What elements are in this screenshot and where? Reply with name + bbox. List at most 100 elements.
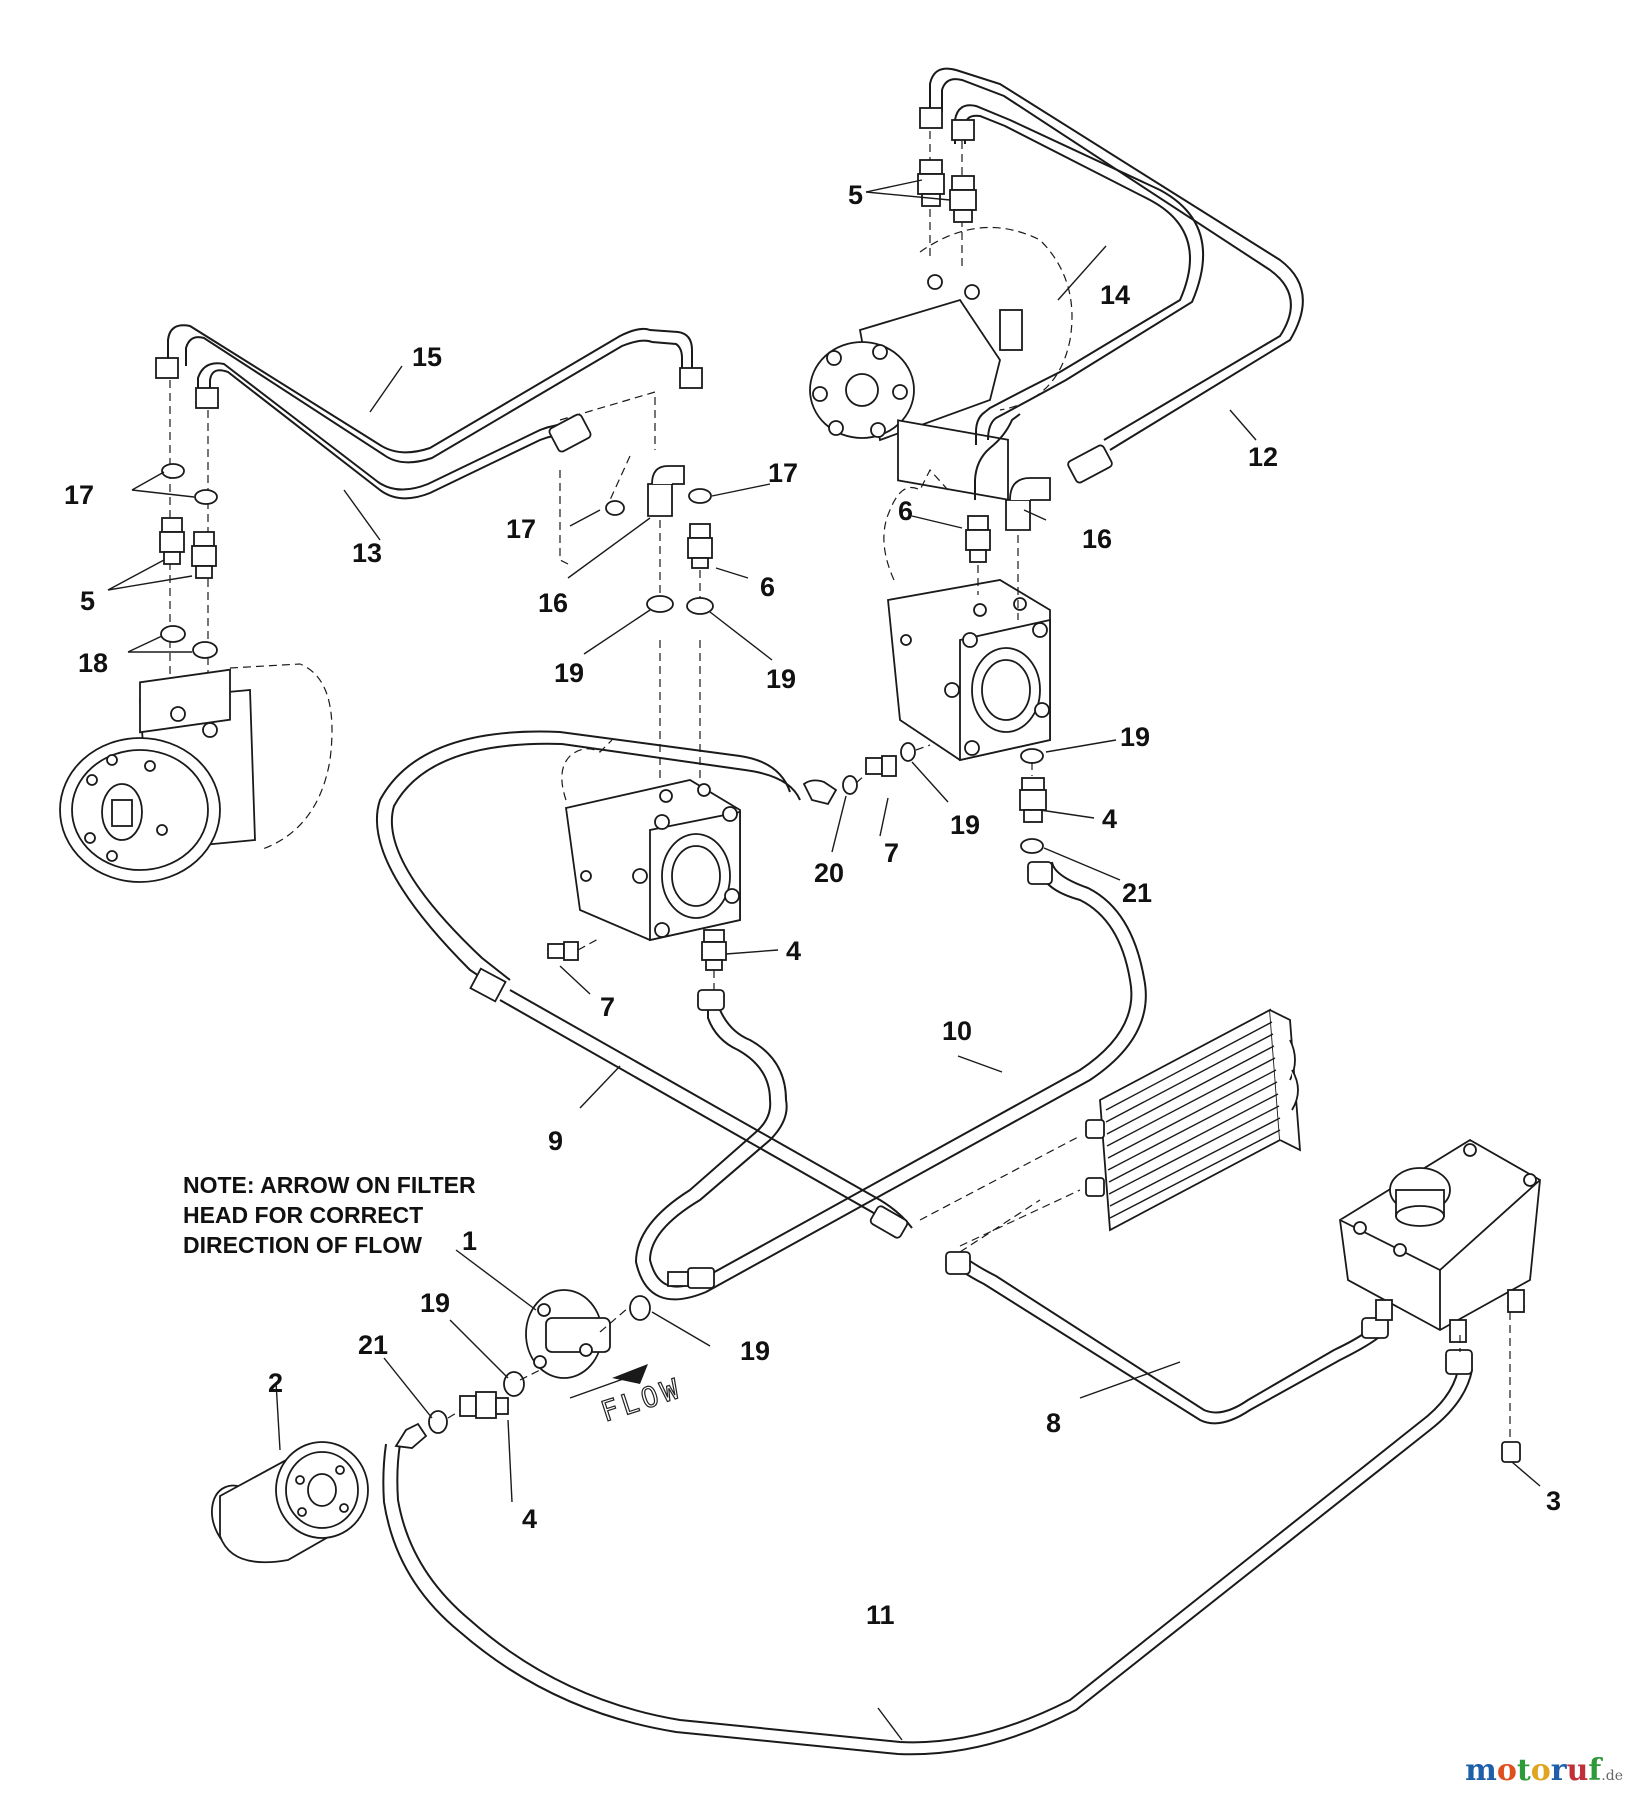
o-ring-17-mid-right [688,488,712,504]
callout-2: 2 [268,1368,283,1398]
note-line-3: DIRECTION OF FLOW [183,1232,422,1258]
callout-3: 3 [1546,1486,1561,1516]
fitting-13-end [195,387,219,409]
wm-letter: m [1465,1753,1497,1788]
fitting-connector-1 [667,1267,715,1289]
o-ring-19-upper [1020,748,1044,764]
adapter-6-upper [965,515,991,563]
callout-10: 10 [942,1016,972,1046]
wheel-motor-left [59,663,333,883]
hose-13 [197,362,592,500]
o-ring-19-between [900,742,916,762]
callout-9: 9 [548,1126,563,1156]
elbow-16-mid [647,465,685,517]
fitting-7-lower [547,941,579,961]
wm-letter: r [1550,1753,1567,1788]
callout-1: 1 [462,1226,477,1256]
callout-13: 13 [352,538,382,568]
callout-21-filter: 21 [358,1330,388,1360]
callout-11: 11 [866,1600,895,1630]
watermark-logo: motoruf.de [1465,1753,1623,1788]
callout-4-filter: 4 [522,1504,537,1534]
callout-19-upper: 19 [1120,722,1150,752]
o-ring-17-left-a [161,463,185,479]
o-ring-17-mid-left [605,500,625,516]
o-ring-21-filter [428,1410,448,1434]
fitting-15-right-end [679,367,703,389]
callout-14: 14 [1100,280,1130,310]
o-ring-18-a [160,625,186,643]
wm-letter: t [1516,1753,1531,1788]
callout-5-left: 5 [80,586,95,616]
flow-direction-note: NOTE: ARROW ON FILTER HEAD FOR CORRECT D… [183,1170,476,1260]
wm-suffix: .de [1601,1768,1623,1784]
adapter-4-upper [1019,777,1047,823]
callout-7-upper: 7 [884,838,899,868]
wheel-motor-right [809,226,1073,501]
note-line-2: HEAD FOR CORRECT [183,1202,424,1228]
callout-16-mid: 16 [538,588,568,618]
hose-12 [929,67,1304,484]
callout-19-filter-right: 19 [740,1336,770,1366]
oil-cooler [1085,1008,1302,1232]
wm-letter: o [1530,1753,1551,1788]
o-ring-19-mid-a [646,595,674,613]
callout-21-upper: 21 [1122,878,1152,908]
callout-4-mid: 4 [786,936,801,966]
hose-14 [954,104,1205,445]
callout-4-upper: 4 [1102,804,1117,834]
callout-6-mid: 6 [760,572,775,602]
callout-7-lower: 7 [600,992,615,1022]
adapter-6-mid [687,523,713,569]
hose-10 [634,861,1147,1301]
hose-15 [167,324,693,464]
callout-20: 20 [814,858,844,888]
callout-16-upper: 16 [1082,524,1112,554]
hose-11 [382,1349,1473,1756]
hydraulic-pump-lower [561,739,741,942]
callout-19-mid-a: 19 [554,658,584,688]
filter-head [525,1289,611,1379]
callout-17-left: 17 [64,480,94,510]
callout-labels: 1 2 3 4 4 4 5 5 6 6 7 7 8 9 10 11 12 13 … [64,180,1561,1630]
hose-8 [945,1251,1389,1425]
fitting-7-upper [865,755,897,777]
note-line-1: NOTE: ARROW ON FILTER [183,1172,476,1198]
adapter-4-mid [701,929,727,971]
o-ring-17-left-b [194,489,218,505]
callout-17-mid: 17 [506,514,536,544]
callout-15: 15 [412,342,442,372]
flow-label: FLOW [597,1371,687,1428]
callout-19-mid-b: 19 [766,664,796,694]
o-ring-20 [842,775,858,795]
adapter-5-left [159,517,217,579]
hydraulic-pump-upper [883,468,1051,762]
reservoir-tank [1339,1138,1541,1343]
flow-arrow [612,1364,648,1384]
hose-13-bracket [559,391,656,450]
leader-lines [107,179,1541,1741]
wm-letter: u [1566,1753,1589,1788]
adapter-4-filter [459,1391,509,1419]
callout-8: 8 [1046,1408,1061,1438]
o-ring-21-upper [1020,838,1044,854]
wm-letter: o [1496,1753,1517,1788]
fitting-15-end [155,357,179,379]
hose-9 [375,730,913,1239]
wm-letter: f [1588,1753,1602,1788]
callout-18: 18 [78,648,108,678]
o-ring-19-filter-right [629,1295,651,1321]
adapter-5-upper [917,159,977,223]
o-ring-19-filter-left [503,1371,525,1397]
callout-6-upper: 6 [898,496,913,526]
callout-17-right: 17 [768,458,798,488]
callout-19-filter-left: 19 [420,1288,450,1318]
callout-19-between: 19 [950,810,980,840]
o-ring-18-b [192,641,218,659]
o-ring-19-mid-b [686,597,714,615]
cap-3 [1501,1441,1521,1463]
oil-filter-2 [211,1441,369,1564]
callout-12: 12 [1248,442,1278,472]
